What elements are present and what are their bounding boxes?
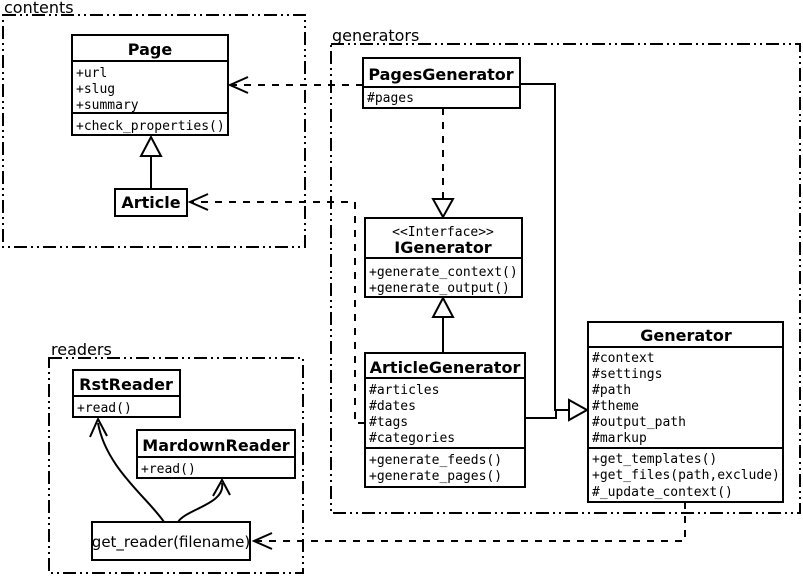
node-get-reader: get_reader(filename): [91, 521, 251, 561]
class-name: RstReader: [79, 375, 173, 394]
package-contents: contents: [2, 0, 306, 248]
class-name: MardownReader: [142, 436, 290, 455]
class-attribute: #tags: [369, 415, 408, 430]
package-generators-border: [330, 43, 801, 514]
class-method: +generate_context(): [369, 265, 518, 280]
package-generators: generators: [330, 26, 801, 514]
class-attribute: #output_path: [592, 415, 686, 430]
class-igenerator: <<Interface>> IGenerator +generate_conte…: [364, 217, 523, 298]
class-attribute: #dates: [369, 399, 416, 414]
class-name: ArticleGenerator: [370, 358, 521, 377]
class-box: [587, 321, 784, 503]
class-name: Article: [121, 193, 180, 212]
inheritance-triangle-icon: [431, 295, 455, 318]
inheritance-article-to-page: [139, 134, 163, 189]
inheritance-articlegenerator-to-igenerator: [431, 295, 455, 353]
class-attribute: +slug: [76, 82, 115, 97]
class-pagesgenerator: PagesGenerator #pages: [362, 57, 521, 109]
class-name: IGenerator: [394, 238, 492, 257]
class-mardownreader: MardownReader +read(): [136, 429, 296, 479]
inheritance-generators-to-generator: [520, 83, 590, 422]
class-rstreader: RstReader +read(): [72, 369, 181, 418]
class-box: [114, 188, 188, 217]
inheritance-line-articlegenerator: [525, 410, 557, 419]
inheritance-triangle-icon: [568, 398, 590, 422]
class-articlegenerator: ArticleGenerator #articles #dates #tags …: [364, 352, 526, 488]
class-method: +read(): [77, 401, 132, 416]
class-page: Page +url +slug +summary +check_properti…: [71, 34, 229, 136]
class-attribute: #theme: [592, 399, 639, 414]
class-method: +generate_output(): [369, 281, 510, 296]
class-method: #_update_context(): [592, 485, 733, 500]
class-attribute: #markup: [592, 431, 647, 446]
class-box: [362, 57, 521, 109]
class-box: [136, 429, 296, 479]
class-article: Article: [114, 188, 188, 217]
class-attribute: #path: [592, 383, 631, 398]
class-attribute: +summary: [76, 98, 139, 113]
class-attribute: #categories: [369, 431, 455, 446]
inheritance-triangle-icon: [139, 134, 163, 157]
class-method: +check_properties(): [76, 119, 225, 134]
class-name: PagesGenerator: [368, 65, 513, 84]
dependency-line: [256, 502, 686, 542]
class-attribute: #pages: [367, 91, 414, 106]
dependency-arrowhead-icon: [251, 532, 273, 550]
package-readers-label: readers: [51, 340, 112, 359]
class-method: +generate_pages(): [369, 469, 502, 484]
inheritance-line-pagesgenerator: [520, 83, 569, 411]
package-readers: readers: [48, 340, 304, 574]
class-box: [72, 369, 181, 418]
class-box: [91, 521, 251, 561]
class-box: [364, 352, 526, 488]
class-attribute: #settings: [592, 367, 662, 382]
curved-arrow-line: [177, 482, 224, 523]
class-method: +read(): [141, 462, 196, 477]
class-method: +get_files(path,exclude): [592, 468, 780, 483]
class-name: Page: [128, 40, 173, 59]
realization-triangle-icon: [431, 198, 455, 220]
package-contents-border: [2, 14, 306, 248]
arrowhead-icon: [89, 416, 108, 438]
class-method: +generate_feeds(): [369, 453, 502, 468]
class-box: [71, 34, 229, 136]
function-label: get_reader(filename): [92, 533, 250, 552]
dependency-pagesgenerator-to-page: [227, 76, 363, 94]
class-attribute: +url: [76, 66, 107, 81]
dependency-arrowhead-icon: [227, 76, 249, 94]
class-generator: Generator #context #settings #path #them…: [587, 321, 784, 503]
class-method: +get_templates(): [592, 452, 717, 467]
package-generators-label: generators: [332, 26, 419, 45]
dependency-articlegenerator-to-article: [187, 193, 365, 424]
class-attribute: #context: [592, 351, 655, 366]
arrow-getreader-to-mardownreader: [177, 477, 231, 523]
arrow-getreader-to-rstreader: [89, 416, 165, 523]
class-attribute: #articles: [369, 383, 439, 398]
dependency-arrowhead-icon: [187, 193, 209, 211]
realization-pagesgenerator-to-igenerator: [431, 108, 455, 220]
class-name: Generator: [640, 326, 732, 345]
dependency-line: [192, 201, 365, 424]
curved-arrow-line: [97, 422, 165, 523]
dependency-generator-to-getreader: [251, 502, 686, 550]
arrowhead-icon: [212, 477, 231, 497]
class-stereotype: <<Interface>>: [392, 225, 494, 240]
package-readers-border: [48, 357, 304, 574]
package-contents-label: contents: [4, 0, 74, 17]
